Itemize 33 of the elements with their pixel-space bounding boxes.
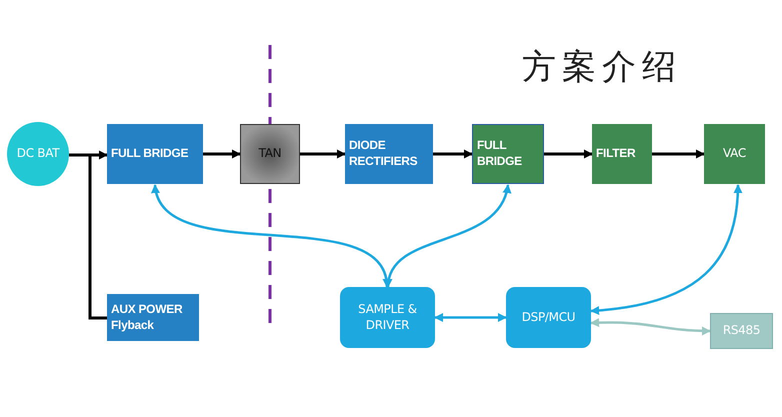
block: [472, 124, 544, 184]
block: [107, 294, 199, 341]
arrow: [652, 150, 705, 158]
block-label: VAC: [723, 146, 746, 162]
arrow: [203, 150, 241, 158]
block-label: FULL BRIDGE: [477, 138, 523, 170]
title: 方案介绍: [522, 46, 682, 89]
arrow: [590, 318, 711, 336]
block: [240, 124, 300, 184]
block-label: AUX POWER Flyback: [111, 302, 184, 334]
rounded-block: [506, 287, 591, 348]
block-label: TAN: [258, 146, 282, 162]
block: [107, 124, 203, 184]
arrow: [384, 184, 510, 288]
arrow: [433, 150, 473, 158]
arrow: [434, 313, 507, 322]
block: [592, 124, 652, 184]
block: [704, 124, 765, 184]
arrow: [153, 184, 390, 288]
rounded-block: [340, 287, 435, 348]
connector-line: [69, 154, 107, 320]
arrow: [590, 184, 742, 315]
block-label: FILTER: [596, 146, 636, 162]
block-label: FULL BRIDGE: [111, 146, 188, 162]
arrow: [300, 150, 346, 158]
block-label: DSP/MCU: [522, 310, 576, 326]
block-label: SAMPLE & DRIVER: [357, 302, 418, 334]
block-label: DC BAT: [16, 146, 60, 162]
arrow: [544, 150, 593, 158]
block-label: RS485: [722, 323, 760, 339]
block: [345, 124, 433, 184]
block-label: DIODE RECTIFIERS: [349, 138, 418, 170]
block: [710, 313, 773, 349]
